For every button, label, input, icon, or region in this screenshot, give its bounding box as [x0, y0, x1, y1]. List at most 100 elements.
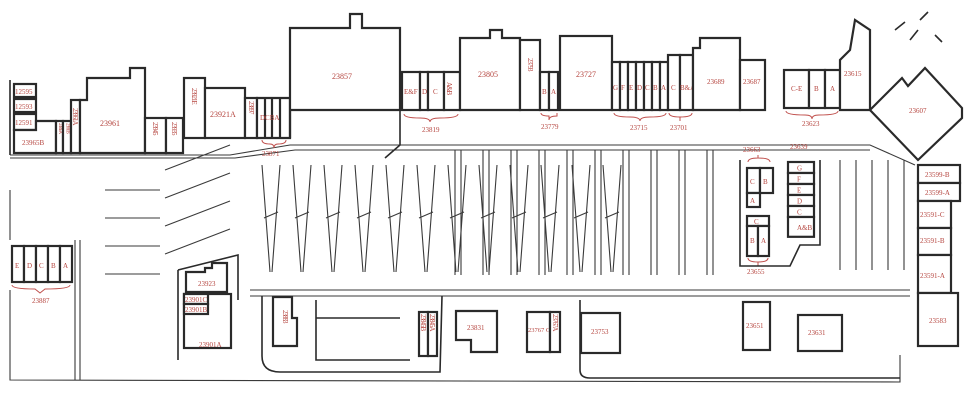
label: 23591-B	[920, 237, 945, 245]
label: E	[15, 262, 19, 270]
unit-23753[interactable]	[579, 311, 622, 355]
parking-island	[571, 164, 591, 273]
pad-outline	[177, 253, 239, 360]
label: G	[797, 165, 802, 173]
parking-island	[650, 150, 658, 275]
label: 23945	[151, 122, 159, 136]
label: 12595	[15, 88, 33, 96]
label: B&A	[680, 84, 695, 92]
unit-23901B[interactable]	[182, 302, 210, 316]
label: 23901C	[185, 296, 208, 304]
pad-outline	[261, 295, 900, 379]
label: C	[797, 209, 802, 217]
storefront-walk	[10, 144, 916, 166]
unit-23631[interactable]	[796, 313, 844, 353]
unit-23923[interactable]	[184, 261, 229, 294]
label: 23727	[576, 70, 596, 79]
unit-23845A[interactable]	[426, 310, 439, 358]
unit-23607[interactable]	[868, 66, 964, 162]
unit-23831[interactable]	[454, 309, 499, 354]
label: 23599-B	[925, 171, 950, 179]
parking-island	[706, 150, 714, 275]
unit-23921A[interactable]	[203, 86, 247, 140]
parking-island	[510, 150, 518, 275]
unit-23591-A[interactable]	[916, 253, 953, 295]
parking-island	[416, 164, 436, 273]
label: 23965A	[57, 123, 62, 135]
label: 23831	[467, 324, 485, 332]
drive-edge	[10, 149, 870, 159]
unit-23961[interactable]	[78, 66, 147, 155]
label: 23599-A	[925, 189, 950, 197]
label: 23623	[802, 120, 820, 128]
unit-23727[interactable]	[558, 34, 614, 112]
unit-23921E[interactable]	[182, 76, 207, 140]
bracket	[747, 155, 771, 163]
parking-islands	[105, 144, 905, 275]
label: 23753	[591, 328, 609, 336]
label: C-E	[791, 85, 802, 93]
bracket	[613, 112, 667, 122]
unit-23857[interactable]	[288, 12, 402, 138]
parking-island	[105, 144, 231, 191]
23887-unit[interactable]	[58, 244, 74, 284]
unit-23689[interactable]	[691, 36, 742, 112]
label: A	[661, 84, 666, 92]
label: C	[754, 218, 759, 226]
label: 23923	[198, 280, 216, 288]
unit-23767A[interactable]	[548, 310, 562, 354]
unit-23779-A[interactable]	[547, 70, 560, 112]
unit-23655-A[interactable]	[756, 224, 771, 258]
label: 23631	[808, 329, 826, 337]
label: 23871	[262, 150, 280, 158]
unit-23651[interactable]	[741, 300, 772, 352]
label: 23591-C	[920, 211, 945, 219]
label: 23819	[422, 126, 440, 134]
label: E&F	[404, 88, 418, 96]
unit-23615[interactable]	[838, 18, 872, 112]
left-drive	[74, 240, 81, 380]
unit-23663-B[interactable]	[758, 166, 775, 195]
label: 23651	[746, 322, 764, 330]
label: C	[39, 262, 44, 270]
label: 23615	[844, 70, 862, 78]
23639-unit[interactable]	[786, 171, 816, 186]
parking-island	[292, 164, 312, 273]
label: 23805	[478, 70, 498, 79]
label: 23793	[526, 58, 534, 72]
unit-23701-BA[interactable]	[678, 53, 695, 112]
pad-outline	[739, 160, 821, 267]
label: 23965B	[65, 123, 70, 135]
label: 23845B	[419, 314, 427, 332]
label: 23857	[332, 72, 352, 81]
parking-island	[105, 228, 231, 275]
parking-island	[538, 150, 546, 275]
unit-23793[interactable]	[518, 38, 542, 112]
parking-island	[105, 172, 231, 219]
label: 23639	[790, 143, 808, 151]
unit-23701-C[interactable]	[666, 53, 682, 112]
label: A	[750, 197, 755, 205]
23639-unit[interactable]	[786, 215, 816, 238]
unit-23591-B[interactable]	[916, 226, 953, 257]
parking-island	[602, 164, 622, 273]
label: 23961A	[71, 108, 79, 126]
parking-island	[385, 164, 405, 273]
label: 23715	[630, 124, 648, 132]
label: 23921A	[210, 110, 236, 119]
label: 23689	[707, 78, 725, 86]
label: D	[27, 262, 32, 270]
unit-12595[interactable]	[12, 82, 38, 99]
unit-23663-A[interactable]	[745, 191, 762, 209]
unit-23583[interactable]	[916, 291, 960, 348]
bracket	[540, 112, 558, 121]
unit-23687[interactable]	[738, 58, 767, 112]
unit-23883[interactable]	[271, 295, 299, 348]
label: A	[551, 88, 556, 96]
label: 12591	[15, 119, 33, 127]
unit-12593[interactable]	[12, 97, 38, 114]
